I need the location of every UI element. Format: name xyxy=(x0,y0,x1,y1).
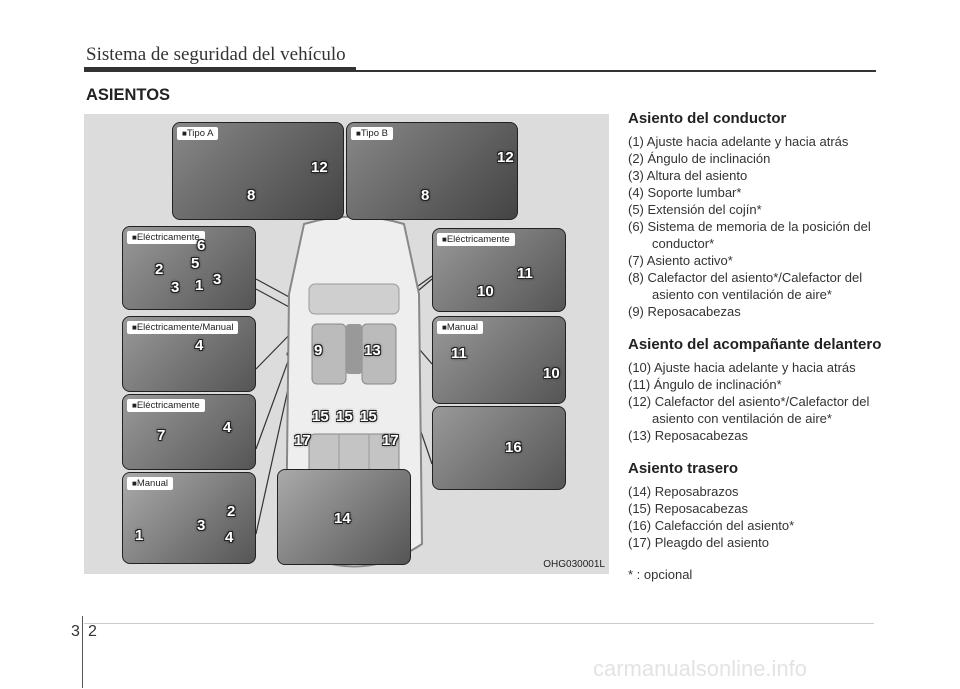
list-item: (12) Calefactor del asiento*/Calefactor … xyxy=(628,394,870,426)
label-tipo-a: Tipo A xyxy=(177,127,219,140)
callout-6: 6 xyxy=(197,237,206,254)
callout-14: 14 xyxy=(334,510,351,527)
header-rule-thin xyxy=(356,70,876,72)
list-item: (5) Extensión del cojín* xyxy=(628,202,762,217)
chapter-number: 3 xyxy=(71,623,80,640)
panel-left-electric: Eléctricamente 6 5 2 3 1 3 xyxy=(122,226,256,310)
list-item: (10) Ajuste hacia adelante y hacia atrás xyxy=(628,360,856,375)
text-column: Asiento del conductor (1) Ajuste hacia a… xyxy=(628,110,888,582)
passenger-seat-list: (10) Ajuste hacia adelante y hacia atrás… xyxy=(628,359,888,444)
label-electricamente-3: Eléctricamente xyxy=(437,233,515,246)
list-item: (15) Reposacabezas xyxy=(628,501,748,516)
panel-right-electric: Eléctricamente 11 10 xyxy=(432,228,566,312)
callout-2: 2 xyxy=(155,261,164,278)
panel-rear-armrest: 14 xyxy=(277,469,411,565)
list-item: (4) Soporte lumbar* xyxy=(628,185,742,200)
rear-seat-list: (14) Reposabrazos (15) Reposacabezas (16… xyxy=(628,483,888,551)
callout-7: 7 xyxy=(157,427,166,444)
panel-tipo-b: Tipo B 12 8 xyxy=(346,122,518,220)
list-item: (9) Reposacabezas xyxy=(628,304,741,319)
callout-12b: 12 xyxy=(497,149,514,166)
callout-17a: 17 xyxy=(294,432,311,449)
callout-10b: 10 xyxy=(543,365,560,382)
seat-illustration: Tipo A 12 8 Tipo B 12 8 Eléctricamente 6… xyxy=(84,114,609,574)
callout-17b: 17 xyxy=(382,432,399,449)
callout-16: 16 xyxy=(505,439,522,456)
label-electricamente-1: Eléctricamente xyxy=(127,231,205,244)
callout-1: 1 xyxy=(195,277,204,294)
list-item: (6) Sistema de memoria de la posición de… xyxy=(628,219,871,251)
footer-rule xyxy=(84,623,874,624)
callout-4a: 4 xyxy=(195,337,204,354)
list-item: (2) Ángulo de inclinación xyxy=(628,151,771,166)
list-item: (11) Ángulo de inclinación* xyxy=(628,377,782,392)
page-number: 2 xyxy=(88,623,97,640)
list-item: (14) Reposabrazos xyxy=(628,484,739,499)
optional-note: * : opcional xyxy=(628,567,693,582)
callout-15c: 15 xyxy=(360,408,377,425)
callout-8b: 8 xyxy=(421,187,430,204)
driver-seat-title: Asiento del conductor xyxy=(628,110,787,127)
callout-3a: 3 xyxy=(213,271,222,288)
callout-11: 11 xyxy=(517,265,533,282)
watermark: carmanualsonline.info xyxy=(593,656,808,681)
list-item: (3) Altura del asiento xyxy=(628,168,748,183)
callout-5: 5 xyxy=(191,255,200,272)
label-manual-2: Manual xyxy=(437,321,484,334)
list-item: (16) Calefacción del asiento* xyxy=(628,518,795,533)
callout-8: 8 xyxy=(247,187,256,204)
callout-13: 13 xyxy=(364,342,381,359)
list-item: (7) Asiento activo* xyxy=(628,253,733,268)
callout-3c: 3 xyxy=(197,517,206,534)
label-manual-1: Manual xyxy=(127,477,174,490)
callout-3b: 3 xyxy=(171,279,180,296)
panel-left-manual: Manual 2 3 1 4 xyxy=(122,472,256,564)
callout-4c: 4 xyxy=(225,529,234,546)
callout-9: 9 xyxy=(314,342,323,359)
callout-12: 12 xyxy=(311,159,328,176)
callout-10: 10 xyxy=(477,283,494,300)
callout-1b: 1 xyxy=(135,527,144,544)
section-title: ASIENTOS xyxy=(86,86,171,104)
driver-seat-list: (1) Ajuste hacia adelante y hacia atrás … xyxy=(628,133,888,320)
panel-tipo-a: Tipo A 12 8 xyxy=(172,122,344,220)
rear-seat-title: Asiento trasero xyxy=(628,460,739,477)
header-rule-dark xyxy=(84,67,356,72)
panel-left-electric-2: Eléctricamente 4 7 xyxy=(122,394,256,470)
figure-code: OHG030001L xyxy=(543,559,605,570)
label-electricamente-2: Eléctricamente xyxy=(127,399,205,412)
page-number-rule xyxy=(82,616,83,688)
callout-15b: 15 xyxy=(336,408,353,425)
label-tipo-b: Tipo B xyxy=(351,127,393,140)
panel-left-electric-manual: Eléctricamente/Manual 4 xyxy=(122,316,256,392)
header-title: Sistema de seguridad del vehículo xyxy=(86,44,346,65)
callout-11b: 11 xyxy=(451,345,467,362)
callout-4b: 4 xyxy=(223,419,232,436)
callout-15a: 15 xyxy=(312,408,329,425)
list-item: (1) Ajuste hacia adelante y hacia atrás xyxy=(628,134,849,149)
panel-right-manual: Manual 11 10 xyxy=(432,316,566,404)
callout-2b: 2 xyxy=(227,503,236,520)
panel-rear-heater: 16 xyxy=(432,406,566,490)
list-item: (13) Reposacabezas xyxy=(628,428,748,443)
label-electricamente-manual: Eléctricamente/Manual xyxy=(127,321,239,334)
list-item: (17) Pleagdo del asiento xyxy=(628,535,769,550)
list-item: (8) Calefactor del asiento*/Calefactor d… xyxy=(628,270,863,302)
passenger-seat-title: Asiento del acompañante delantero xyxy=(628,336,882,353)
